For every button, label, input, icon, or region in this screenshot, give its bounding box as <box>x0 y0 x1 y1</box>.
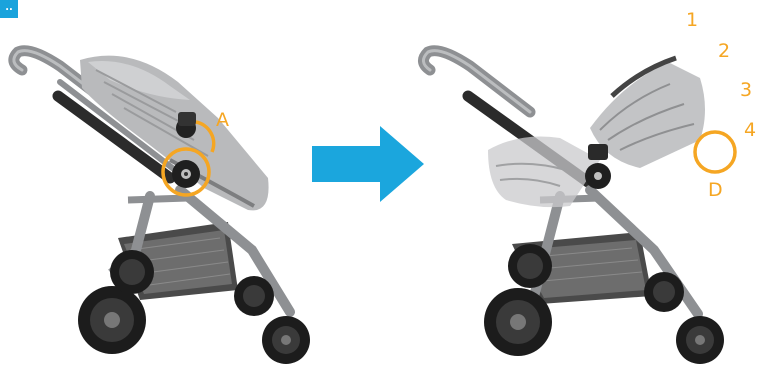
callout-label-d: D <box>708 179 723 201</box>
callout-d-circle <box>695 132 735 172</box>
corner-tag: .. <box>0 0 18 18</box>
position-label-4: 4 <box>744 119 756 141</box>
right-stroller-illustration: D 1 2 3 4 <box>423 9 756 364</box>
corner-tag-text: .. <box>5 2 13 13</box>
left-stroller-illustration: A <box>14 51 310 364</box>
position-label-2: 2 <box>718 40 730 62</box>
position-label-1: 1 <box>686 9 698 31</box>
position-label-3: 3 <box>740 79 752 101</box>
right-arrow-icon <box>312 126 424 202</box>
callout-label-a: A <box>216 109 229 131</box>
